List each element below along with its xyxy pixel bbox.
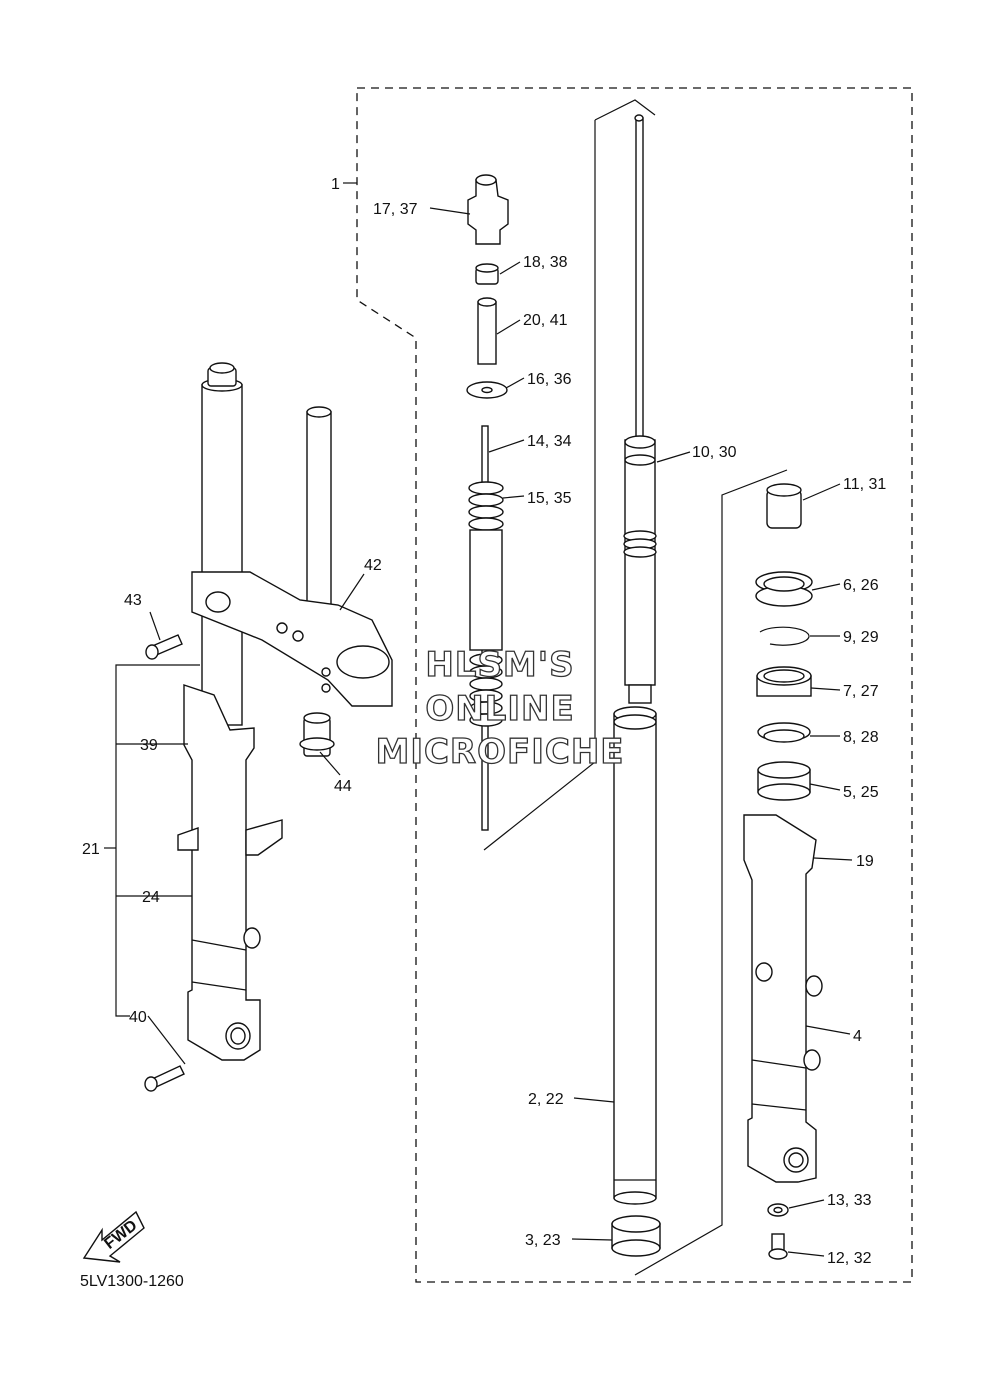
callout-18-38: 18, 38 [523,254,568,271]
callout-13-33: 13, 33 [827,1192,872,1209]
callout-43: 43 [124,592,142,609]
callout-21: 21 [82,841,100,858]
callout-10-30: 10, 30 [692,444,737,461]
callout-7-27: 7, 27 [843,683,879,700]
left-inner-tube [201,384,243,726]
callout-9-29: 9, 29 [843,629,879,646]
bracket-21 [115,664,200,1017]
callout-5-25: 5, 25 [843,784,879,801]
watermark-line-1: HLSM'S [425,645,574,685]
callout-14-34: 14, 34 [527,433,572,450]
fwd-arrow-icon [82,1210,145,1263]
callout-12-32: 12, 32 [827,1250,872,1267]
watermark-line-3: MICROFICHE [375,732,624,772]
callout-19: 19 [856,853,874,870]
spring-lower [469,653,503,727]
callout-6-26: 6, 26 [843,577,879,594]
callout-16-36: 16, 36 [527,371,572,388]
callout-24: 24 [142,889,160,906]
damper-parts [466,174,509,831]
right-side-parts [743,483,823,1260]
spring-upper [468,481,504,531]
callout-44: 44 [334,778,352,795]
callout-40: 40 [129,1009,147,1026]
damper-cylinder [623,114,657,704]
callout-1: 1 [331,176,340,193]
diagram-code: 5LV1300-1260 [80,1273,184,1290]
spacer-20 [477,301,497,365]
callout-42: 42 [364,557,382,574]
adjuster-bolt [467,179,509,245]
callout-15-35: 15, 35 [527,490,572,507]
callout-2-22: 2, 22 [528,1091,564,1108]
left-outer-tube [183,684,261,1061]
steering-stem [306,411,332,613]
callout-39: 39 [140,737,158,754]
callout-8-28: 8, 28 [843,729,879,746]
watermark-line-2: ONLINE [425,689,574,729]
callout-3-23: 3, 23 [525,1232,561,1249]
bracket-outer [634,469,788,1276]
callout-4: 4 [853,1028,862,1045]
left-fork-assembly [144,362,393,1092]
bushing-3 [611,1215,661,1257]
callout-11-31: 11, 31 [843,476,886,493]
bracket-damper [483,99,656,851]
callout-20-41: 20, 41 [523,312,568,329]
inner-tube-2 [613,706,657,1205]
assembly-boundary [356,87,913,1283]
under-bracket [191,571,393,707]
callout-17-37: 17, 37 [373,201,418,218]
